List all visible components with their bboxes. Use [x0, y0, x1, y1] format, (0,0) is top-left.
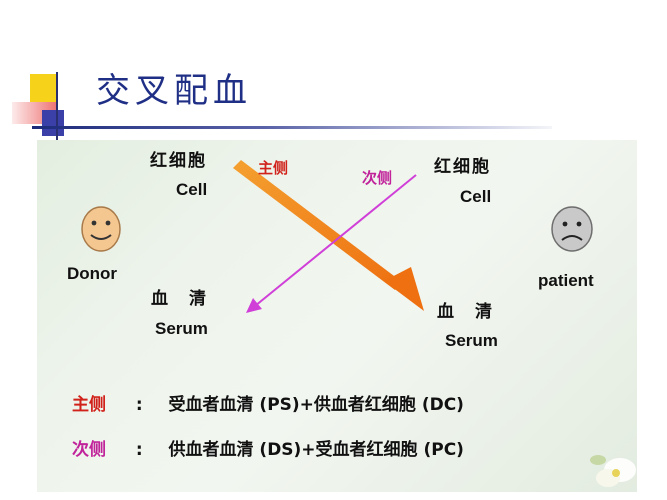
- patient-cell-cn: 红细胞: [434, 157, 491, 177]
- donor-serum-cn: 血 清: [151, 289, 208, 309]
- smiley-face-icon: [81, 206, 121, 252]
- sad-face-icon: [551, 206, 593, 252]
- corner-blue-block: [42, 110, 64, 136]
- definition-row-minor: 次侧 : 供血者血清 (DS)+受血者红细胞 (PC): [72, 442, 464, 459]
- major-side-arrow: [233, 160, 424, 311]
- definition-term: 次侧: [72, 440, 106, 460]
- major-side-arrow-label: 主侧: [258, 159, 289, 177]
- slide-title: 交叉配血: [96, 71, 252, 111]
- minor-side-arrow-label: 次侧: [362, 169, 393, 187]
- content-panel: [37, 140, 637, 492]
- donor-cell-cn: 红细胞: [150, 151, 207, 171]
- corner-yellow-block: [30, 74, 58, 102]
- definition-colon: :: [135, 440, 143, 460]
- patient-cell-en: Cell: [460, 187, 492, 206]
- definition-text: 供血者血清 (DS)+受血者红细胞 (PC): [168, 440, 464, 460]
- patient-serum-cn: 血 清: [437, 302, 494, 322]
- donor-label: Donor: [67, 264, 118, 283]
- definition-colon: :: [135, 395, 143, 415]
- corner-vertical-line: [56, 72, 58, 142]
- donor-serum-en: Serum: [155, 319, 208, 338]
- definition-row-major: 主侧 : 受血者血清 (PS)+供血者红细胞 (DC): [72, 397, 464, 414]
- donor-cell-en: Cell: [176, 180, 208, 199]
- minor-side-arrow: [246, 174, 417, 313]
- title-underline: [32, 126, 552, 129]
- flower-decoration-icon: [590, 455, 636, 487]
- patient-label: patient: [538, 271, 594, 290]
- patient-serum-en: Serum: [445, 331, 498, 350]
- definition-text: 受血者血清 (PS)+供血者红细胞 (DC): [168, 395, 464, 415]
- definition-term: 主侧: [72, 395, 106, 415]
